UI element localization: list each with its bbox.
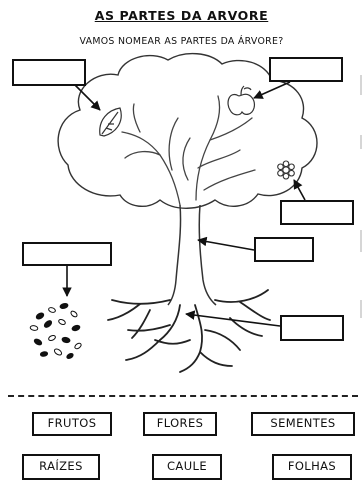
- tree-roots: [107, 289, 271, 373]
- worksheet-title: AS PARTES DA ARVORE: [94, 8, 269, 23]
- blank-leaf[interactable]: [12, 59, 86, 86]
- word-caule[interactable]: CAULE: [152, 454, 222, 480]
- arrow-flower: [293, 179, 306, 201]
- worksheet-subtitle: VAMOS NOMEAR AS PARTES DA ÁRVORE?: [79, 36, 284, 47]
- blank-roots[interactable]: [280, 315, 344, 341]
- word-sementes[interactable]: SEMENTES: [251, 412, 355, 436]
- margin-mark: [360, 75, 362, 95]
- leaf-icon: [99, 107, 122, 137]
- flower-icon: [277, 160, 295, 180]
- word-folhas[interactable]: FOLHAS: [272, 454, 352, 480]
- blank-trunk[interactable]: [254, 237, 314, 262]
- blank-seeds[interactable]: [22, 242, 112, 266]
- margin-mark: [360, 135, 362, 149]
- arrow-leaf: [73, 83, 101, 111]
- arrow-fruit: [253, 81, 291, 99]
- cut-line: [8, 395, 358, 397]
- word-frutos[interactable]: FRUTOS: [32, 412, 112, 436]
- word-raizes[interactable]: RAÍZES: [22, 454, 100, 480]
- tree-trunk: [167, 204, 182, 306]
- apple-icon: [227, 85, 255, 116]
- seeds-icon: [29, 302, 82, 359]
- blank-fruit[interactable]: [269, 57, 343, 82]
- margin-mark: [360, 230, 362, 252]
- arrow-trunk: [197, 236, 255, 251]
- word-flores[interactable]: FLORES: [143, 412, 217, 436]
- arrow-roots: [185, 310, 281, 327]
- margin-mark: [360, 300, 362, 318]
- blank-flower[interactable]: [280, 200, 354, 225]
